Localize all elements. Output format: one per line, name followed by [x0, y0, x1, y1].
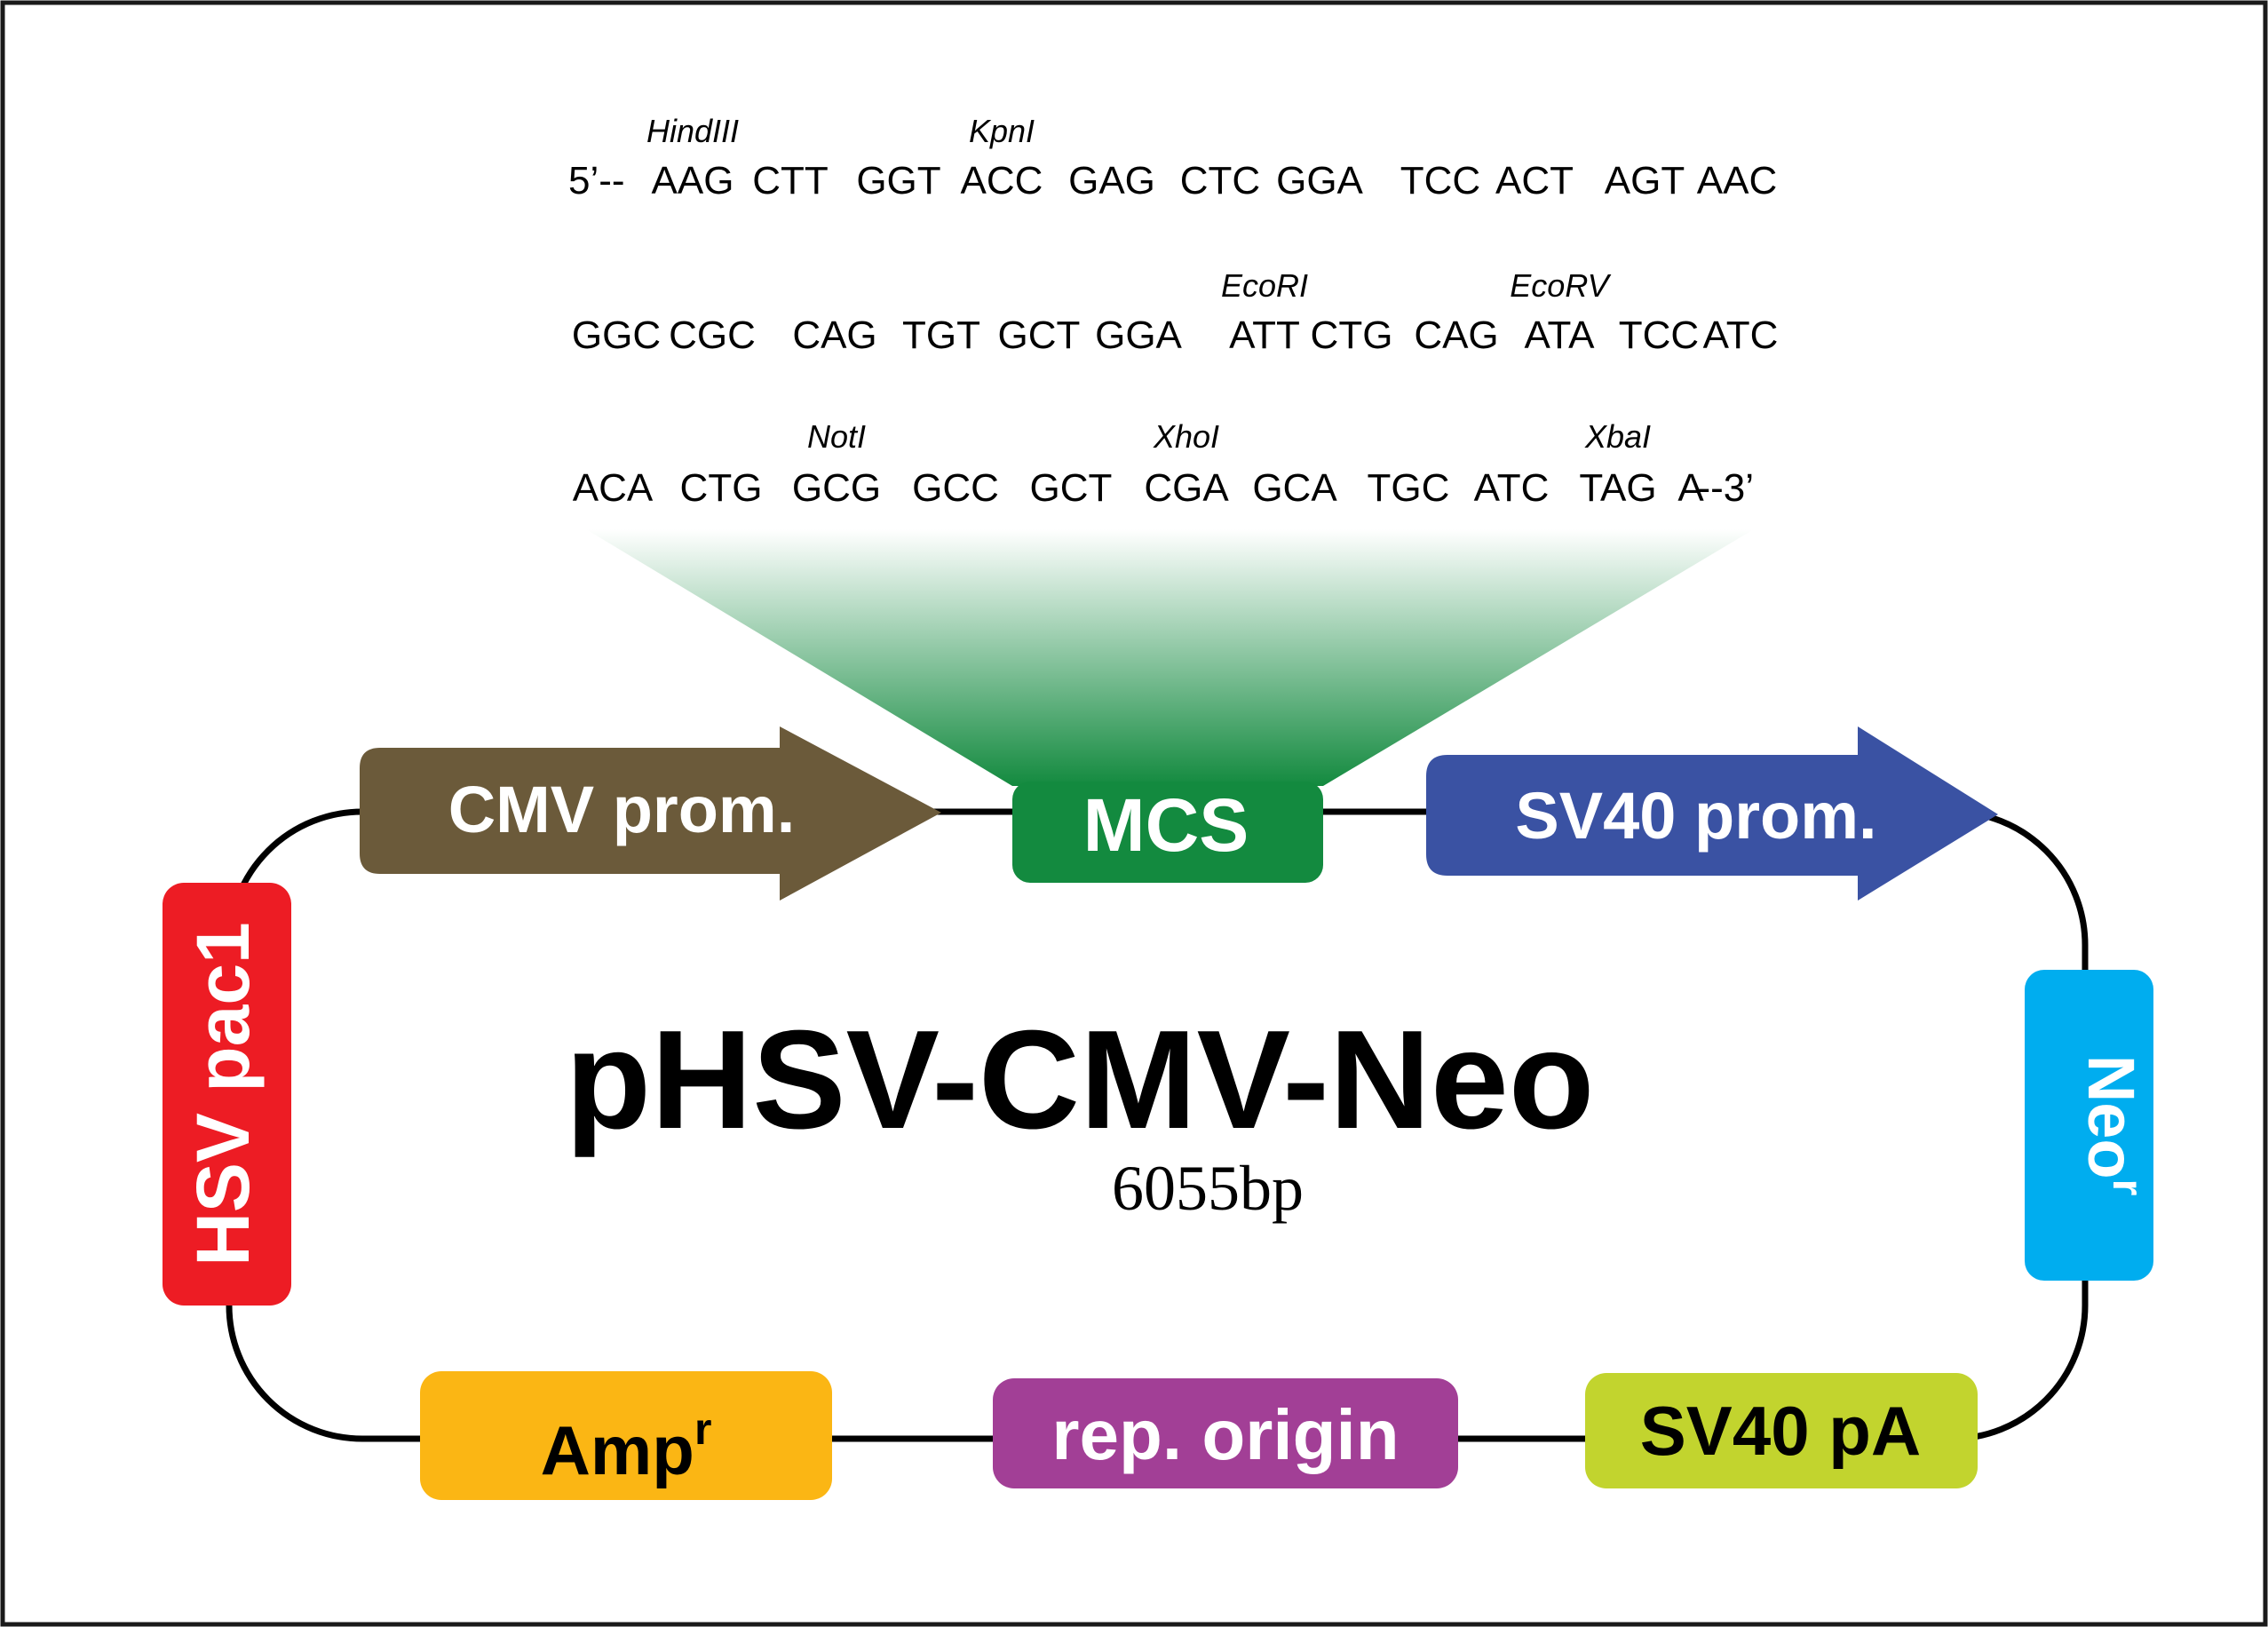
neo-resistance-text: Neo: [2074, 1055, 2148, 1179]
sequence-end-marker: --3’: [1697, 466, 1754, 510]
codon: AGT: [1605, 159, 1685, 202]
codon: CTG: [1311, 313, 1393, 357]
codon: TGC: [1368, 466, 1450, 510]
sv40-promoter-label: SV40 prom.: [1515, 779, 1876, 853]
codon: ATT: [1229, 313, 1300, 357]
mcs-shape: [1012, 782, 1323, 883]
codon: GGA: [1095, 313, 1182, 357]
amp-resistance-box: Ampr: [420, 1371, 832, 1500]
hsv-pac1-shape: [163, 883, 291, 1306]
amp-resistance-shape: [420, 1371, 832, 1500]
codon: CGC: [669, 313, 756, 357]
sv40-pa-box: SV40 pA: [1585, 1373, 1978, 1488]
codon: ATA: [1524, 313, 1595, 357]
codon: GCG: [792, 466, 881, 510]
mcs-label: MCS: [1083, 783, 1249, 867]
plasmid-name: pHSV-CMV-Neo: [566, 1002, 1595, 1158]
mcs-sequence: 5’-- AAG CTT GGT ACC GAG CTC GGA TCC ACT AGT AAC Hin…: [568, 113, 1778, 510]
codon: GGC: [572, 313, 661, 357]
codon: CTC: [1180, 159, 1260, 202]
codon: CTG: [680, 466, 763, 510]
codon: ACC: [961, 159, 1043, 202]
codon: CGA: [1144, 466, 1229, 510]
replication-origin-label: rep. origin: [1051, 1395, 1399, 1474]
mcs-box: MCS: [1012, 782, 1323, 883]
codon: CAG: [1414, 313, 1498, 357]
amp-resistance-label: Ampr: [541, 1404, 712, 1489]
codon: TAG: [1579, 466, 1656, 510]
sv40-pa-label: SV40 pA: [1640, 1392, 1921, 1470]
restriction-site-label: XbaI: [1584, 418, 1651, 455]
codon: GAG: [1068, 159, 1155, 202]
restriction-site-label: EcoRI: [1221, 267, 1308, 304]
codon: ACA: [573, 466, 654, 510]
hsv-pac1-box: HSV pac1: [163, 883, 291, 1306]
codon: TCC: [1400, 159, 1480, 202]
codon: GCT: [998, 313, 1081, 357]
neo-resistance-shape: [2025, 970, 2153, 1281]
codon: GGA: [1276, 159, 1363, 202]
codon: ACT: [1495, 159, 1574, 202]
restriction-site-label: XhoI: [1153, 418, 1219, 455]
codon: TCC: [1619, 313, 1699, 357]
plasmid-size: 6055bp: [1112, 1153, 1304, 1224]
codon: GCT: [1030, 466, 1113, 510]
restriction-site-label: HindIII: [646, 113, 739, 149]
hsv-pac1-label: HSV pac1: [181, 922, 265, 1266]
codon: TGT: [902, 313, 980, 357]
replication-origin-box: rep. origin: [993, 1378, 1458, 1488]
codon: ATC: [1474, 466, 1550, 510]
replication-origin-shape: [993, 1378, 1458, 1488]
codon: AAG: [652, 159, 734, 202]
codon: GGT: [856, 159, 940, 202]
mcs-expansion-fan: [586, 529, 1754, 786]
sv40-pa-shape: [1585, 1373, 1978, 1488]
cmv-promoter-label: CMV prom.: [448, 773, 796, 846]
codon: AAC: [1697, 159, 1777, 202]
codon: A: [1677, 466, 1704, 510]
neo-resistance-label: Neor: [2074, 1055, 2151, 1196]
amp-resistance-text: Amp: [541, 1411, 694, 1489]
restriction-site-label: EcoRV: [1510, 267, 1611, 304]
sequence-start-marker: 5’--: [568, 159, 625, 202]
restriction-site-label: NotI: [807, 418, 866, 455]
codon: GCA: [1252, 466, 1337, 510]
neo-resistance-box: Neor: [2025, 970, 2153, 1281]
sv40-promoter-arrow: SV40 prom.: [1426, 726, 1998, 901]
cmv-promoter-arrow: CMV prom.: [360, 726, 941, 901]
codon: ATC: [1703, 313, 1779, 357]
codon: GCC: [912, 466, 999, 510]
sv40-promoter-shape: [1426, 726, 1998, 901]
neo-resistance-superscript: r: [2104, 1179, 2151, 1196]
amp-resistance-superscript: r: [694, 1404, 711, 1454]
cmv-promoter-shape: [360, 726, 941, 901]
codon: CTT: [752, 159, 829, 202]
codon: CAG: [792, 313, 876, 357]
restriction-site-label: KpnI: [969, 113, 1035, 149]
